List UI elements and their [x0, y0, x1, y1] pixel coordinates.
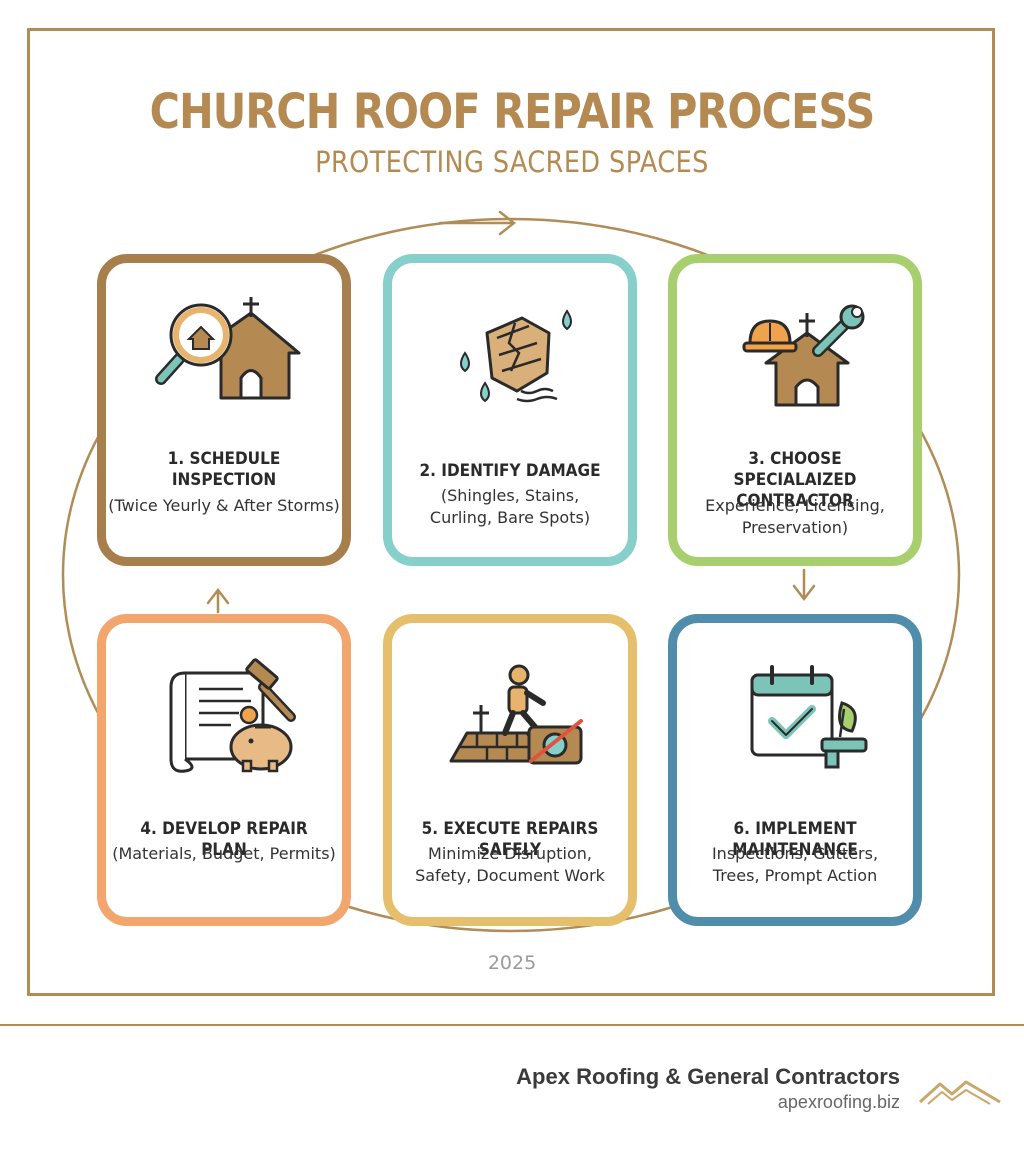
company-website[interactable]: apexroofing.biz: [777, 1092, 900, 1112]
mountain-logo-icon: [918, 1080, 1001, 1105]
contractor-church-icon: [722, 293, 872, 413]
page-title: CHURCH ROOF REPAIR PROCESS: [149, 84, 876, 140]
step-card-execute-repairs: 5. EXECUTE REPAIRS SAFELY Minimize Disru…: [383, 614, 637, 926]
step-card-identify-damage: 2. IDENTIFY DAMAGE (Shingles, Stains, Cu…: [383, 254, 637, 566]
step-6-title: 6. IMPLEMENT MAINTENANCE: [732, 819, 858, 860]
magnifier-church-icon: [151, 293, 301, 413]
cycle-arrow-right: [792, 568, 816, 602]
step-5-description-line2: Safety, Document Work: [415, 866, 605, 885]
step-card-implement-maintenance: 6. IMPLEMENT MAINTENANCE Inspections, Gu…: [668, 614, 922, 926]
plan-budget-icon: [151, 653, 301, 773]
step-card-develop-plan: 4. DEVELOP REPAIR PLAN (Materials, Budge…: [97, 614, 351, 926]
step-6-description-line1: Inspections, Gutters,: [711, 844, 879, 863]
infographic-frame: [27, 28, 995, 996]
step-4-description: (Materials, Budget, Permits): [112, 844, 336, 863]
step-4-title: 4. DEVELOP REPAIR PLAN: [140, 819, 308, 860]
cycle-arrow-top: [438, 210, 517, 236]
step-1-title-line2: INSPECTION: [171, 470, 277, 490]
company-name: Apex Roofing & General Contractors: [516, 1064, 900, 1089]
footer-divider: [0, 1024, 1024, 1026]
step-card-schedule-inspection: 1. SCHEDULE INSPECTION (Twice Yeurly & A…: [97, 254, 351, 566]
calendar-maintenance-icon: [722, 653, 872, 773]
worker-roof-icon: [437, 653, 587, 773]
step-3-title-line2: CONTRACTOR: [736, 491, 854, 511]
step-card-choose-contractor: 3. CHOOSE SPECIALAIZED CONTRACTOR Experi…: [668, 254, 922, 566]
step-5-title: 5. EXECUTE REPAIRS SAFELY: [421, 819, 599, 860]
year-label: 2025: [487, 952, 537, 974]
step-6-description-line2: Trees, Prompt Action: [712, 866, 878, 885]
step-5-description-line1: Minimize Disruption,: [428, 844, 592, 863]
step-2-description-line2: Curling, Bare Spots): [429, 508, 591, 527]
step-2-title: 2. IDENTIFY DAMAGE: [419, 461, 601, 481]
step-1-title-line1: 1. SCHEDULE: [167, 449, 281, 469]
step-3-description-line2: Preservation): [741, 518, 849, 537]
damaged-shingles-icon: [437, 293, 587, 413]
step-1-description: (Twice Yeurly & After Storms): [108, 496, 340, 515]
step-2-description-line1: (Shingles, Stains,: [440, 486, 580, 505]
page-subtitle: PROTECTING SACRED SPACES: [315, 145, 709, 179]
cycle-arrow-left: [206, 587, 230, 614]
step-3-title-line1: 3. CHOOSE SPECIALAIZED: [733, 449, 857, 490]
step-3-description-line1: Experience, Licensing,: [705, 496, 885, 515]
